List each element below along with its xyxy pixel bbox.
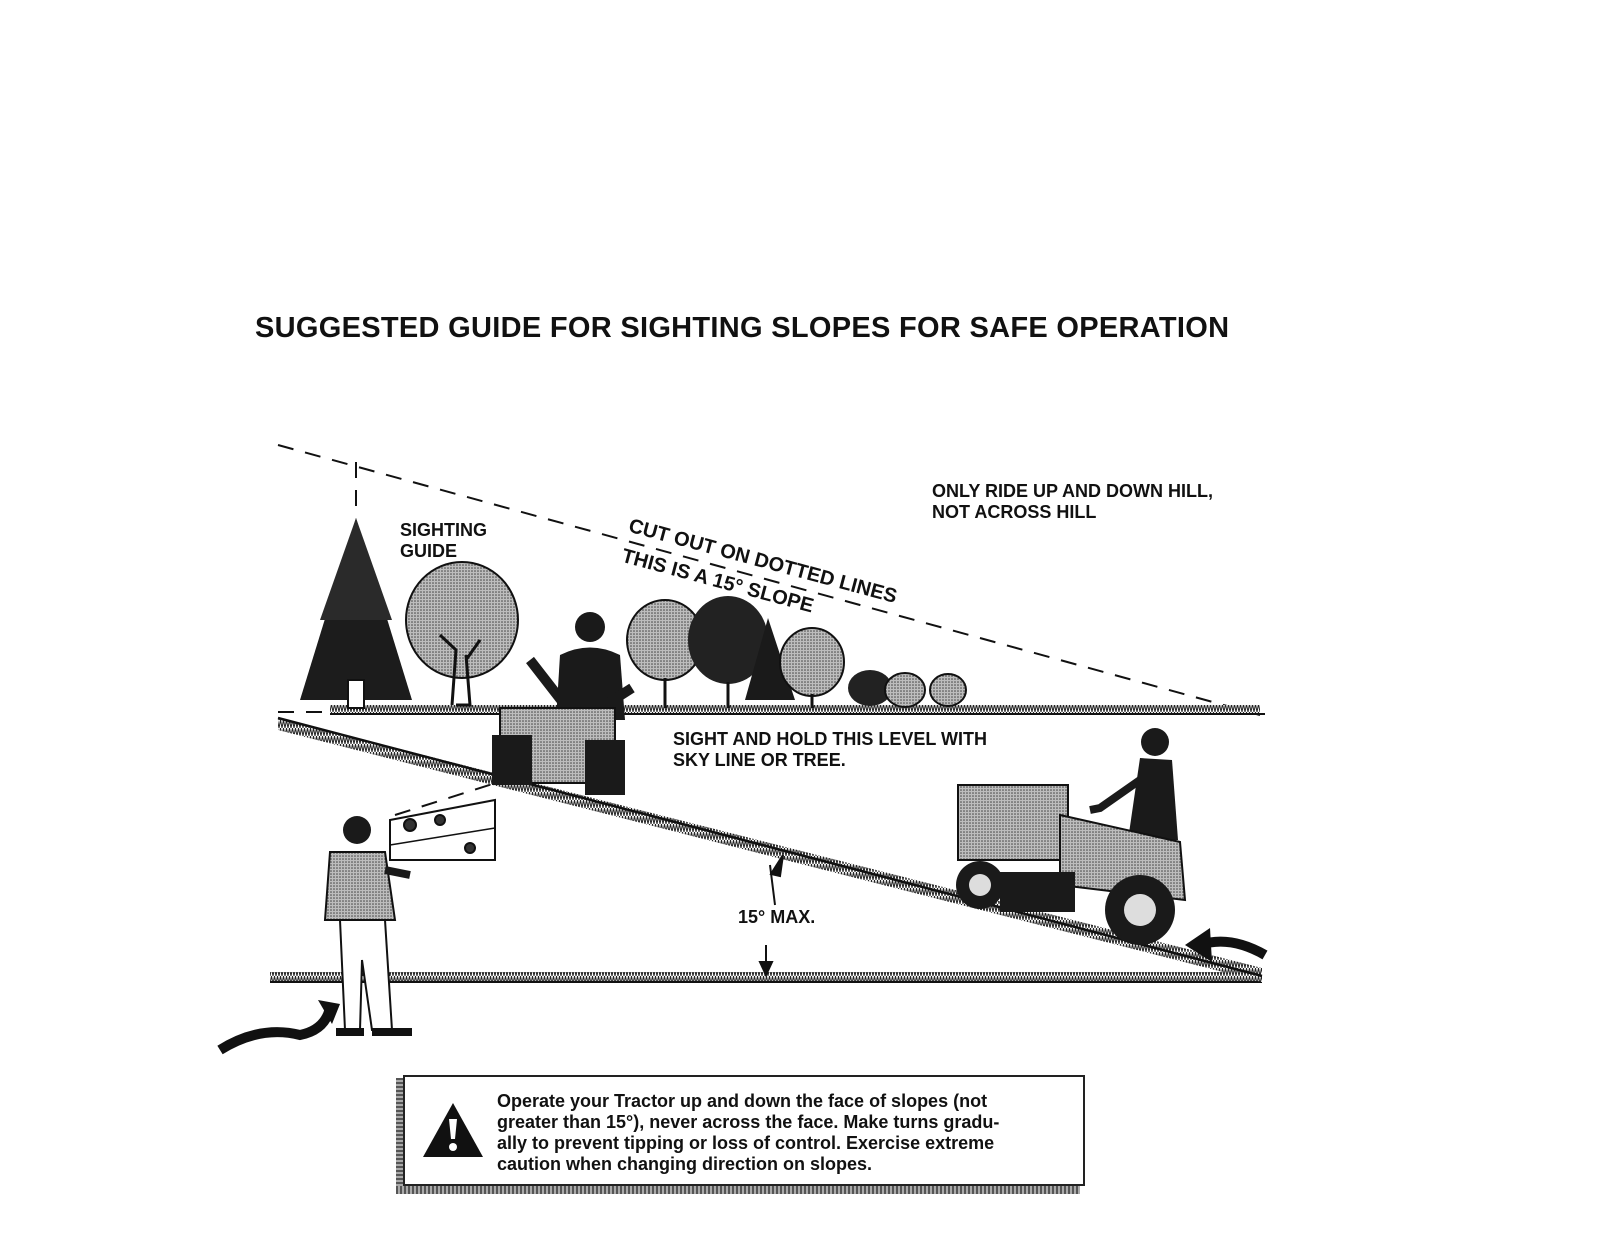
warning-line-4: caution when changing direction on slope… — [497, 1154, 873, 1174]
horizon-line — [330, 705, 1265, 715]
warning-box-shadow-bottom — [396, 1186, 1080, 1194]
warning-triangle-icon — [423, 1103, 483, 1157]
direction-arrow-icon — [1185, 928, 1268, 962]
level-ground — [270, 972, 1262, 983]
ride-note-label: ONLY RIDE UP AND DOWN HILL, NOT ACROSS H… — [932, 481, 1213, 523]
sight-hold-line1: SIGHT AND HOLD THIS LEVEL WITH — [673, 729, 987, 749]
walking-arrow-icon — [217, 1000, 340, 1055]
tree-cluster-icon — [626, 596, 967, 708]
ride-note-line1: ONLY RIDE UP AND DOWN HILL, — [932, 481, 1214, 501]
warning-box: Operate your Tractor up and down the fac… — [403, 1075, 1085, 1186]
max-angle-label: 15° MAX. — [738, 907, 816, 927]
warning-line-3: ally to prevent tipping or loss of contr… — [497, 1133, 995, 1153]
angle-marker — [758, 854, 784, 978]
sight-hold-label: SIGHT AND HOLD THIS LEVEL WITH SKY LINE … — [673, 729, 987, 771]
warning-line-2: greater than 15°), never across the face… — [497, 1112, 1000, 1132]
warning-text: Operate your Tractor up and down the fac… — [497, 1091, 1082, 1175]
sighting-guide-line2: GUIDE — [400, 541, 458, 561]
warning-box-shadow — [396, 1078, 403, 1192]
standing-person-icon — [323, 816, 412, 1036]
page-title: SUGGESTED GUIDE FOR SIGHTING SLOPES FOR … — [255, 312, 1230, 344]
deciduous-tree-icon — [405, 561, 519, 707]
side-tractor-rider-icon — [956, 728, 1187, 945]
conifer-tree-icon — [300, 518, 412, 709]
sighting-guide-label: SIGHTING GUIDE — [400, 520, 487, 562]
rear-tractor-rider-icon — [492, 612, 635, 795]
sight-hold-line2: SKY LINE OR TREE. — [673, 750, 846, 770]
sighting-guide-line1: SIGHTING — [400, 520, 488, 540]
ride-note-line2: NOT ACROSS HILL — [932, 502, 1097, 522]
warning-line-1: Operate your Tractor up and down the fac… — [497, 1091, 988, 1111]
sighting-guide-card-icon — [389, 798, 496, 861]
